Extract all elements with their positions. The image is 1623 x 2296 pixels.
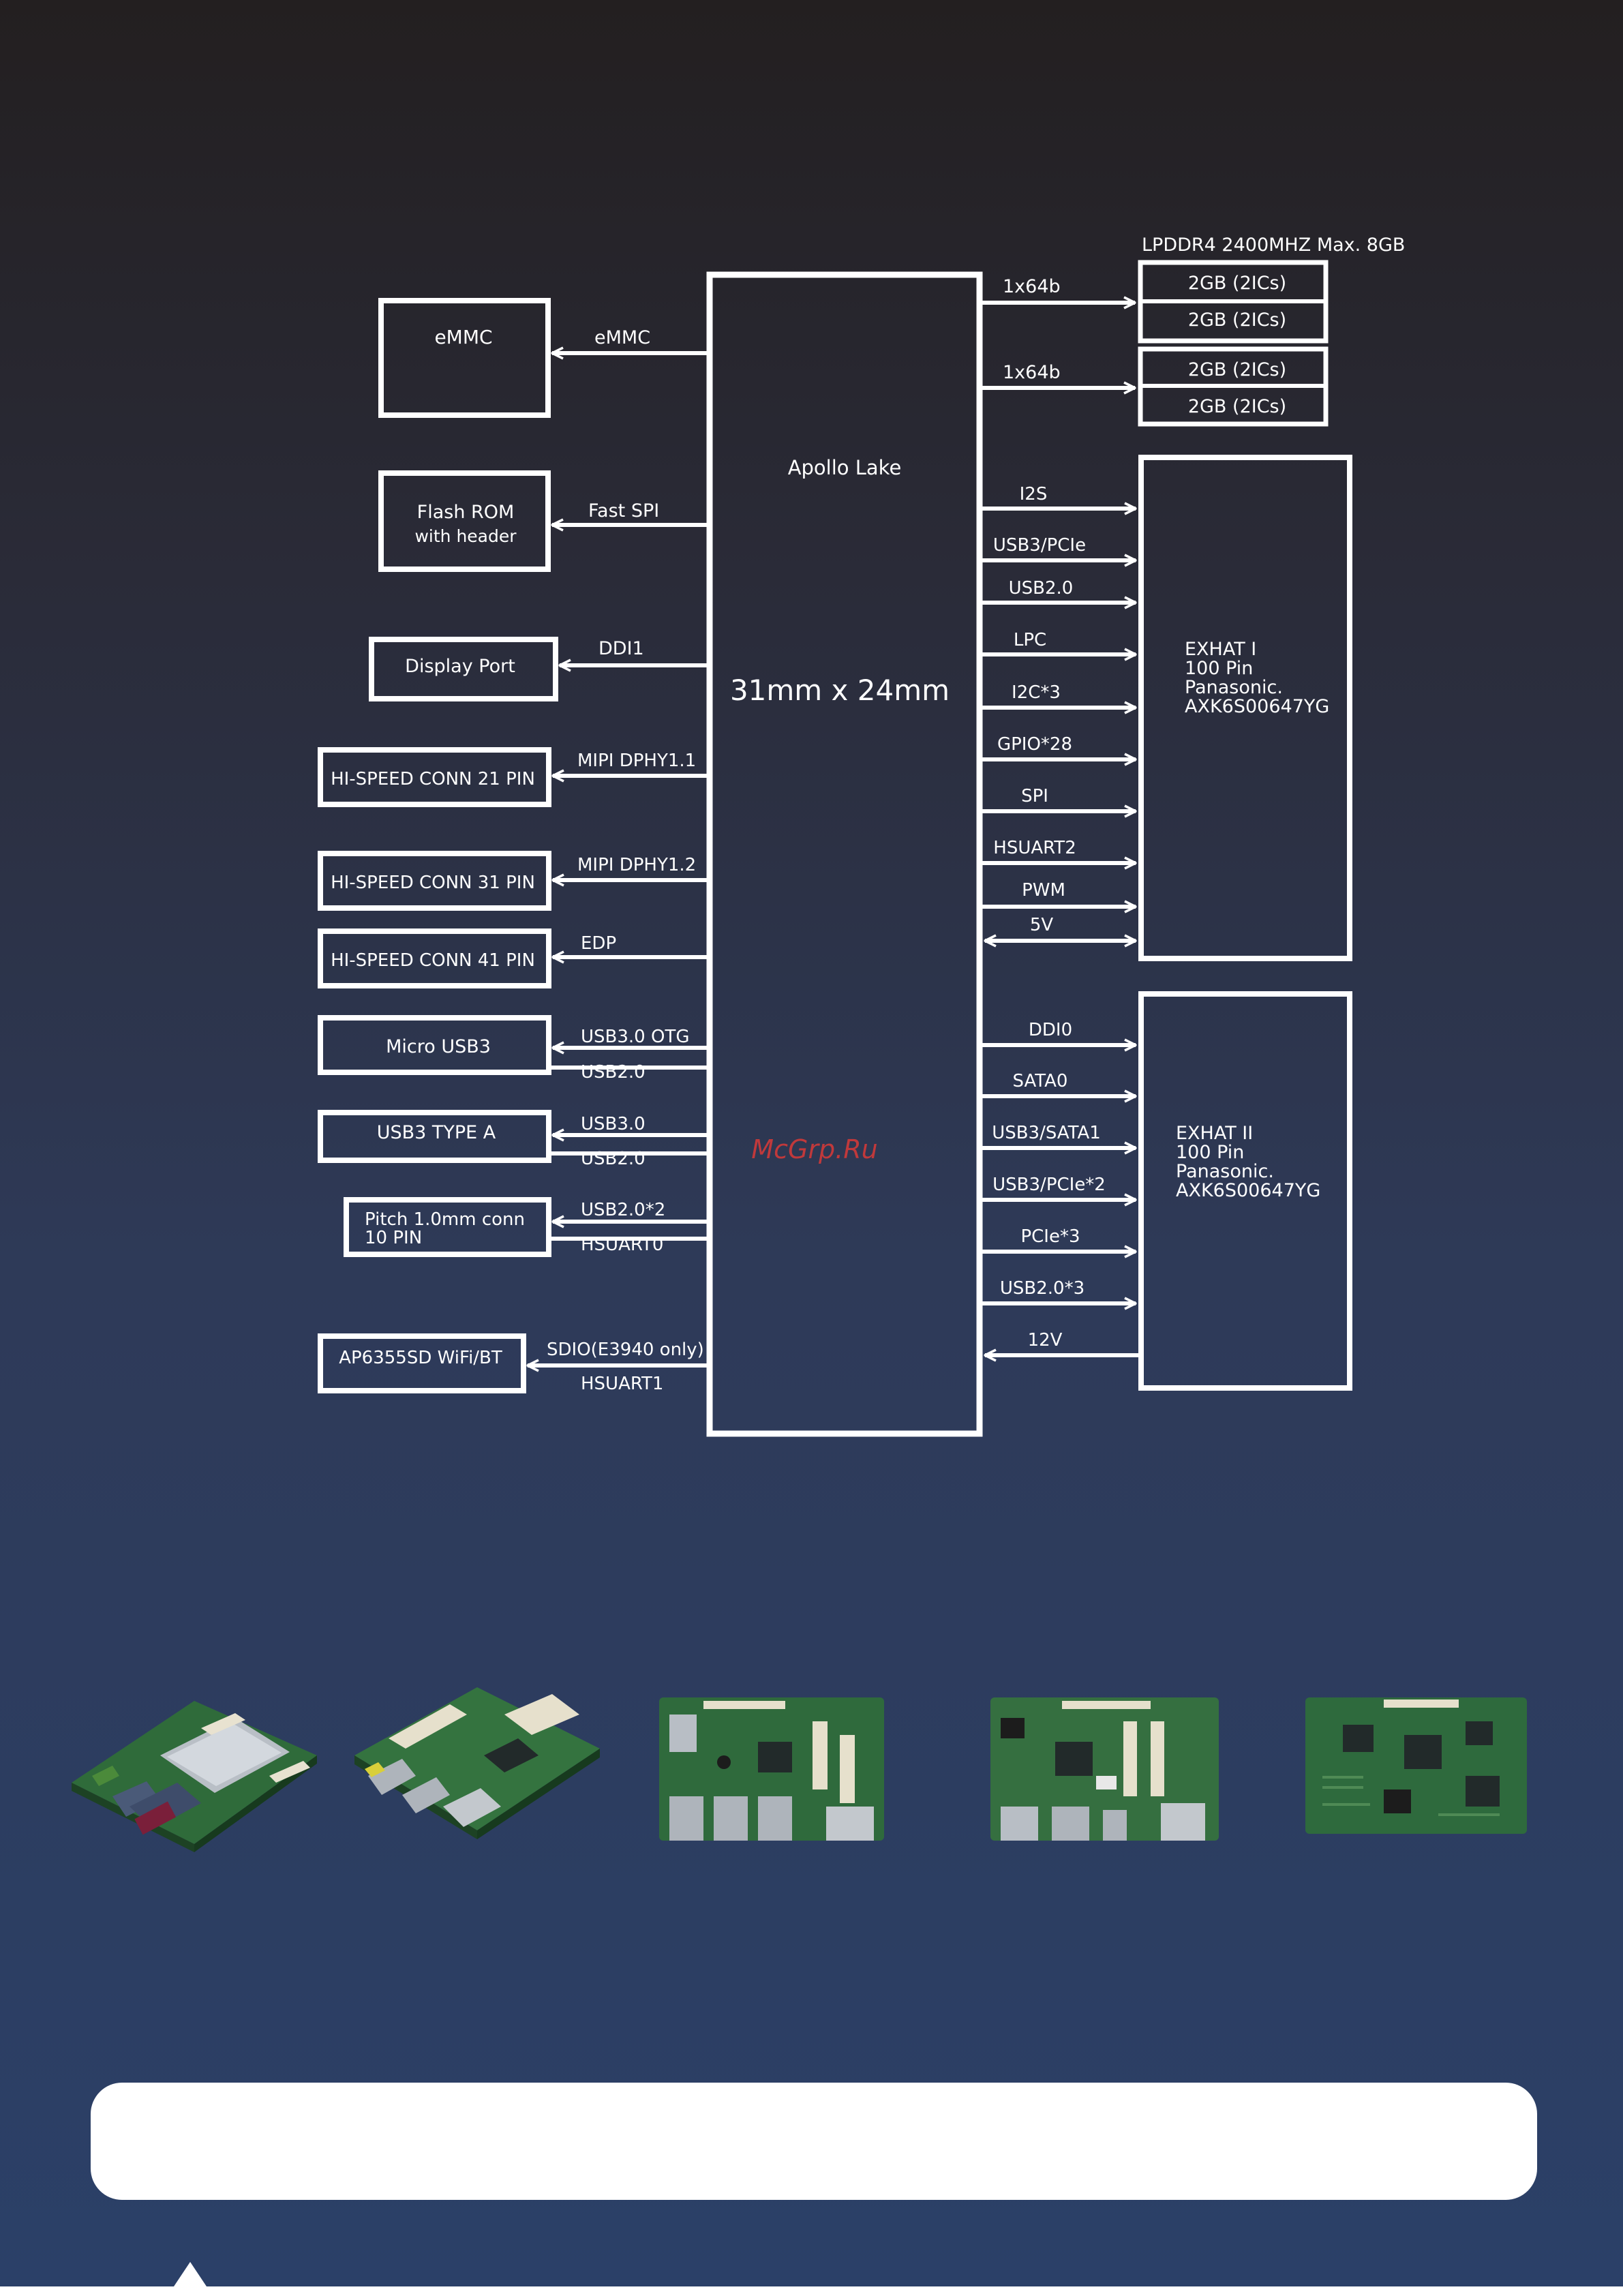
exhat1-signal-i2c: I2C*3: [1012, 682, 1061, 703]
exhat1-label-2: 100 Pin: [1185, 658, 1253, 679]
left-block-micro-usb3: Micro USB3 USB3.0 OTG USB2.0: [318, 1015, 710, 1083]
left-block-hispeed-conn-41: HI-SPEED CONN 41 PIN EDP: [318, 928, 710, 988]
board-photo-2: [354, 1687, 600, 1839]
micro-usb3-label: Micro USB3: [386, 1036, 491, 1057]
micro-usb3-signal-2: USB2.0: [581, 1062, 646, 1083]
exhat2-signal-pcie3: PCIe*3: [1020, 1226, 1080, 1247]
footer-panel: [91, 2083, 1537, 2200]
pitch-conn-signal-1: USB2.0*2: [581, 1200, 665, 1220]
emmc-box: [378, 298, 551, 418]
left-block-hispeed-conn-21: HI-SPEED CONN 21 PIN MIPI DPHY1.1: [318, 747, 710, 807]
exhat2-signal-usb2-3: USB2.0*3: [1000, 1278, 1084, 1299]
usb3-type-a-label: USB3 TYPE A: [377, 1122, 496, 1143]
memory-bank-2: 1x64b 2GB (2ICs) 2GB (2ICs): [980, 346, 1329, 427]
exhat2-group: EXHAT II 100 Pin Panasonic. AXK6S00647YG…: [980, 991, 1352, 1391]
flash-rom-box: [378, 470, 551, 572]
left-block-hispeed-conn-31: HI-SPEED CONN 31 PIN MIPI DPHY1.2: [318, 851, 710, 911]
hispeed-conn-41-label: HI-SPEED CONN 41 PIN: [331, 950, 535, 971]
hispeed-conn-31-label: HI-SPEED CONN 31 PIN: [331, 873, 535, 893]
exhat1-group: EXHAT I 100 Pin Panasonic. AXK6S00647YG …: [980, 455, 1352, 961]
cpu-title: Apollo Lake: [788, 456, 902, 479]
watermark: McGrp.Ru: [751, 1134, 877, 1164]
exhat2-label-1: EXHAT II: [1176, 1123, 1253, 1144]
exhat2-label-3: Panasonic.: [1176, 1161, 1274, 1182]
left-block-flash-rom: Flash ROM with header Fast SPI: [378, 470, 710, 572]
left-block-emmc: eMMC eMMC: [378, 298, 710, 418]
footer-strip: [0, 2286, 1623, 2296]
exhat1-signal-i2s: I2S: [1020, 484, 1048, 504]
pitch-conn-signal-2: HSUART0: [581, 1235, 663, 1255]
usb3-type-a-signal-1: USB3.0: [581, 1114, 646, 1134]
memory-chip-1b: 2GB (2ICs): [1188, 309, 1286, 331]
left-block-usb3-type-a: USB3 TYPE A USB3.0 USB2.0: [318, 1110, 710, 1169]
hispeed-conn-41-signal: EDP: [581, 933, 616, 954]
left-block-display-port: Display Port DDI1: [369, 637, 710, 701]
exhat1-signal-gpio: GPIO*28: [997, 734, 1072, 755]
memory-bank-2-bus: 1x64b: [1003, 362, 1061, 383]
memory-chip-2a: 2GB (2ICs): [1188, 359, 1286, 380]
hispeed-conn-41-box: [318, 928, 551, 988]
exhat1-signal-5v: 5V: [1030, 915, 1054, 935]
exhat1-box: [1138, 455, 1352, 961]
emmc-signal: eMMC: [594, 327, 650, 348]
exhat2-signal-sata0: SATA0: [1013, 1071, 1068, 1091]
display-port-box: [369, 637, 558, 701]
display-port-signal: DDI1: [598, 638, 644, 659]
exhat1-signal-lpc: LPC: [1014, 630, 1046, 650]
wifi-bt-signal-2: HSUART1: [581, 1374, 663, 1394]
left-block-pitch-conn: Pitch 1.0mm conn 10 PIN USB2.0*2 HSUART0: [344, 1197, 710, 1257]
emmc-label: eMMC: [434, 326, 492, 348]
left-block-wifi-bt: AP6355SD WiFi/BT SDIO(E3940 only) HSUART…: [318, 1333, 710, 1394]
cpu-block: [706, 271, 983, 1437]
flash-rom-label-2: with header: [414, 526, 517, 546]
wifi-bt-box: [318, 1333, 526, 1393]
exhat1-signal-hsuart2: HSUART2: [993, 838, 1076, 858]
pitch-conn-label-2: 10 PIN: [365, 1228, 422, 1248]
exhat2-signal-ddi0: DDI0: [1029, 1020, 1072, 1040]
display-port-label: Display Port: [405, 656, 515, 677]
exhat2-signal-usb3-sata1: USB3/SATA1: [992, 1123, 1101, 1143]
exhat2-signal-usb3-pcie2: USB3/PCIe*2: [992, 1175, 1106, 1195]
wifi-bt-signal-1: SDIO(E3940 only): [547, 1340, 704, 1360]
memory-bank-1: 1x64b 2GB (2ICs) 2GB (2ICs): [980, 260, 1329, 344]
usb3-type-a-box: [318, 1110, 551, 1163]
exhat2-signal-12v: 12V: [1028, 1330, 1063, 1350]
exhat1-signal-usb3-pcie: USB3/PCIe: [993, 535, 1086, 556]
hispeed-conn-21-box: [318, 747, 551, 807]
board-photo-4: [990, 1697, 1219, 1841]
cpu-size: 31mm x 24mm: [730, 674, 950, 707]
board-photo-5: [1305, 1697, 1527, 1834]
board-photo-3: [659, 1697, 884, 1841]
footer-notch: [174, 2262, 207, 2286]
flash-rom-label-1: Flash ROM: [417, 502, 515, 523]
exhat1-label-1: EXHAT I: [1185, 639, 1256, 660]
exhat1-signal-pwm: PWM: [1022, 880, 1065, 901]
memory-chip-2b: 2GB (2ICs): [1188, 396, 1286, 417]
memory-chip-1a: 2GB (2ICs): [1188, 273, 1286, 294]
memory-label: LPDDR4 2400MHZ Max. 8GB: [1142, 235, 1405, 256]
exhat2-box: [1138, 991, 1352, 1391]
exhat1-label-3: Panasonic.: [1185, 677, 1283, 698]
wifi-bt-label: AP6355SD WiFi/BT: [339, 1348, 502, 1368]
micro-usb3-signal-1: USB3.0 OTG: [581, 1027, 689, 1047]
hispeed-conn-31-box: [318, 851, 551, 911]
usb3-type-a-signal-2: USB2.0: [581, 1149, 646, 1169]
hispeed-conn-21-signal: MIPI DPHY1.1: [577, 751, 696, 771]
pitch-conn-box: [344, 1197, 551, 1257]
flash-rom-signal: Fast SPI: [588, 500, 659, 522]
exhat2-label-4: AXK6S00647YG: [1176, 1180, 1320, 1201]
hispeed-conn-21-label: HI-SPEED CONN 21 PIN: [331, 769, 535, 789]
memory-bank-1-bus: 1x64b: [1003, 276, 1061, 297]
exhat1-label-4: AXK6S00647YG: [1185, 696, 1329, 717]
pitch-conn-label-1: Pitch 1.0mm conn: [365, 1209, 525, 1230]
exhat2-label-2: 100 Pin: [1176, 1142, 1244, 1163]
hispeed-conn-31-signal: MIPI DPHY1.2: [577, 855, 696, 875]
exhat1-signal-usb2: USB2.0: [1009, 578, 1074, 599]
exhat1-signal-spi: SPI: [1021, 786, 1048, 806]
micro-usb3-box: [318, 1015, 551, 1075]
board-photo-1: [72, 1701, 317, 1852]
